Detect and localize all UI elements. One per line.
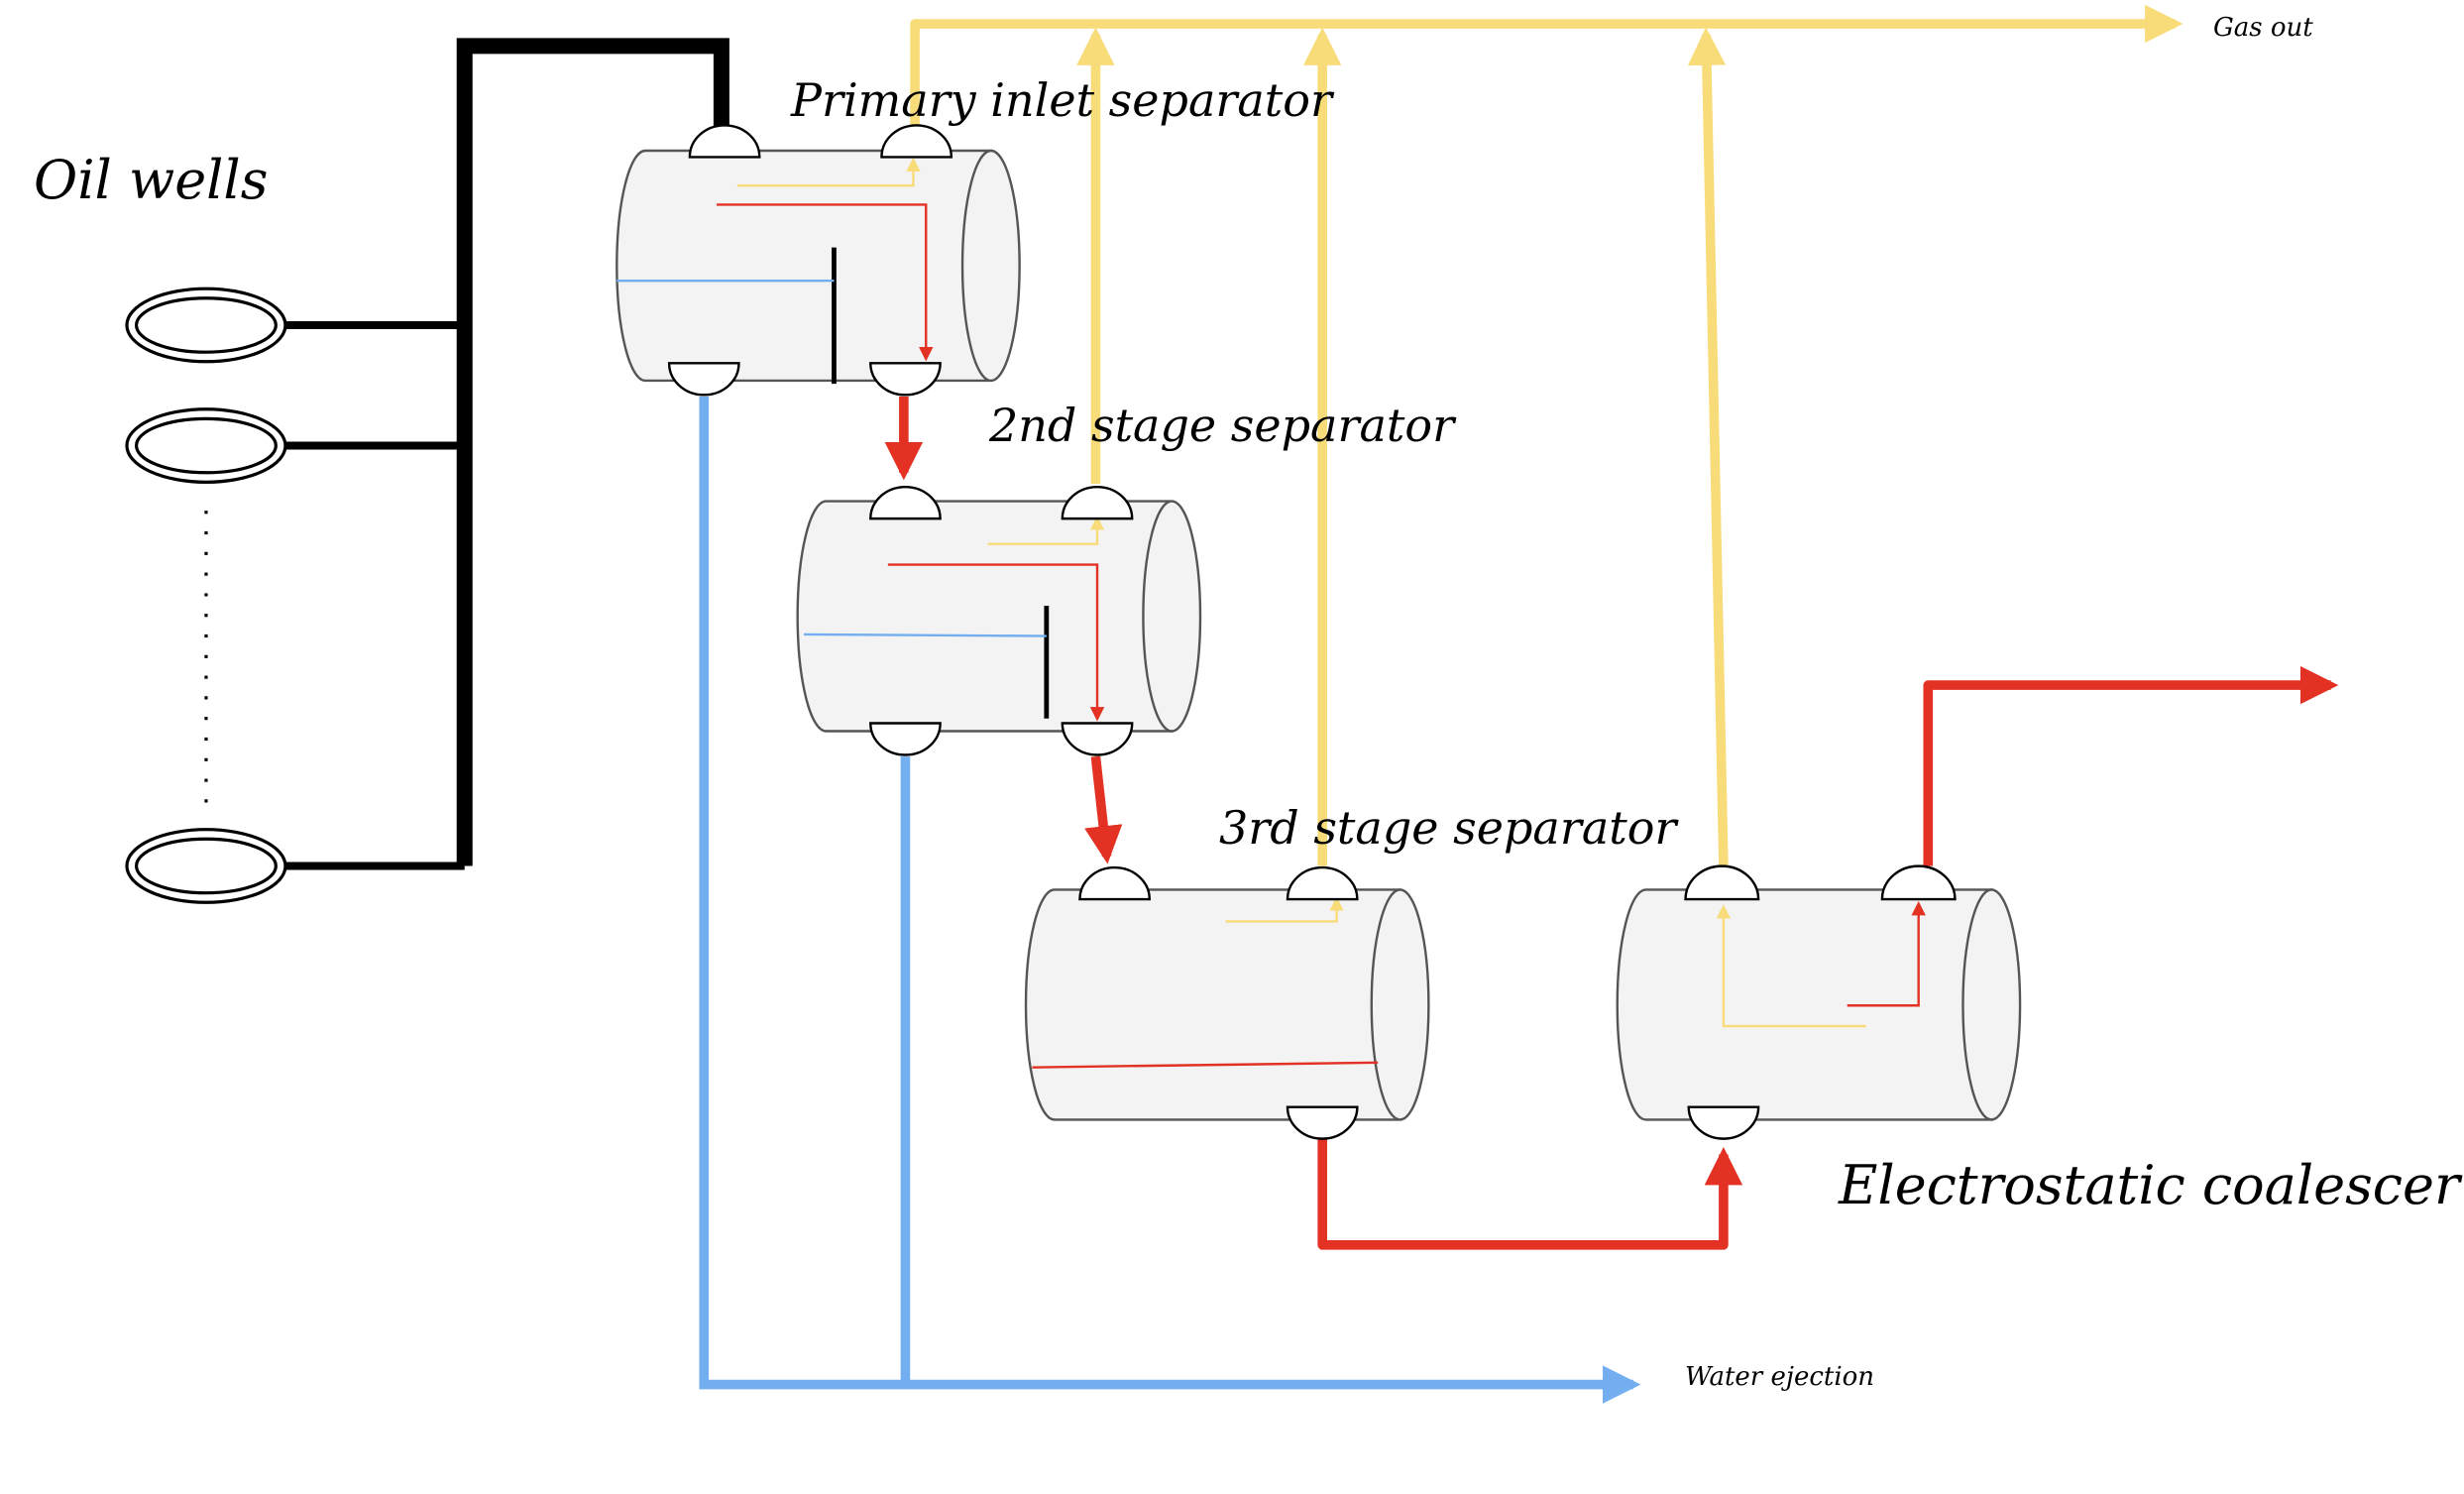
internal-oil-path — [717, 203, 934, 362]
oil-lines — [884, 396, 2339, 1250]
oil-outlet-nozzle — [1061, 722, 1134, 756]
vessel-end-cap — [1142, 500, 1202, 733]
electrostatic-coalescer — [1616, 864, 2022, 1140]
third-stage-label: 3rd stage separator — [1219, 801, 1677, 855]
gas-outlet-nozzle — [880, 124, 953, 159]
water-outlet-nozzle — [667, 362, 740, 397]
gas-header-line — [910, 4, 2184, 159]
gas-outlet-nozzle — [1286, 865, 1359, 901]
vessel-end-cap — [960, 149, 1021, 383]
vessel-body — [1024, 888, 1401, 1121]
oil-outlet-nozzle — [869, 362, 942, 397]
water-outlet-nozzle — [869, 722, 942, 756]
internal-gas-path — [987, 516, 1105, 545]
internal-gas-path — [736, 157, 921, 187]
inlet-nozzle — [688, 124, 761, 159]
oil-wells-label: Oil wells — [34, 149, 269, 211]
second-stage-label: 2nd stage separator — [989, 399, 1455, 452]
inlet-nozzle — [1078, 865, 1152, 901]
oil-level — [1032, 1061, 1379, 1069]
primary-separator — [616, 124, 1021, 397]
third-stage-separator — [1024, 865, 1430, 1140]
vessel-end-cap — [1370, 888, 1430, 1121]
feed-manifold — [456, 38, 729, 866]
water-ejection-label: Water ejection — [1685, 1362, 1875, 1392]
internal-gas-path — [1225, 896, 1344, 923]
oil-outlet-nozzle — [1880, 864, 1957, 901]
inlet-nozzle — [1687, 1105, 1760, 1140]
gas-riser-coalescer — [1687, 27, 1729, 866]
oil-well-1 — [125, 287, 287, 364]
vessel-body — [796, 500, 1174, 733]
oil-product-out — [1923, 665, 2339, 866]
coalescer-label: Electrostatic coalescer — [1839, 1154, 2460, 1216]
oil-well-2 — [125, 407, 287, 484]
gas-outlet-nozzle — [1684, 864, 1760, 901]
internal-gas-path — [1716, 904, 1866, 1028]
internal-oil-path — [887, 563, 1105, 722]
gas-outlet-nozzle — [1061, 486, 1134, 520]
feed-lines — [284, 38, 729, 870]
inlet-nozzle — [869, 486, 942, 520]
oil-well-n — [125, 828, 287, 904]
gas-lines — [910, 4, 2184, 866]
gas-out-label: Gas out — [2213, 13, 2313, 43]
second-stage-separator — [796, 486, 1202, 756]
oil-2nd-to-3rd — [1084, 755, 1123, 864]
oil-outlet-nozzle — [1286, 1105, 1359, 1140]
vessel-body — [616, 149, 993, 383]
oil-wells — [125, 287, 287, 904]
water-lines — [699, 396, 1641, 1404]
oil-3rd-to-coalescer — [1317, 1138, 1743, 1250]
primary-separator-label: Primary inlet separator — [791, 73, 1332, 127]
water-from-primary — [699, 396, 1641, 1404]
vessel-body — [1616, 888, 1993, 1121]
water-level — [804, 632, 1047, 637]
vessel-end-cap — [1961, 888, 2022, 1121]
internal-oil-path — [1847, 900, 1926, 1007]
